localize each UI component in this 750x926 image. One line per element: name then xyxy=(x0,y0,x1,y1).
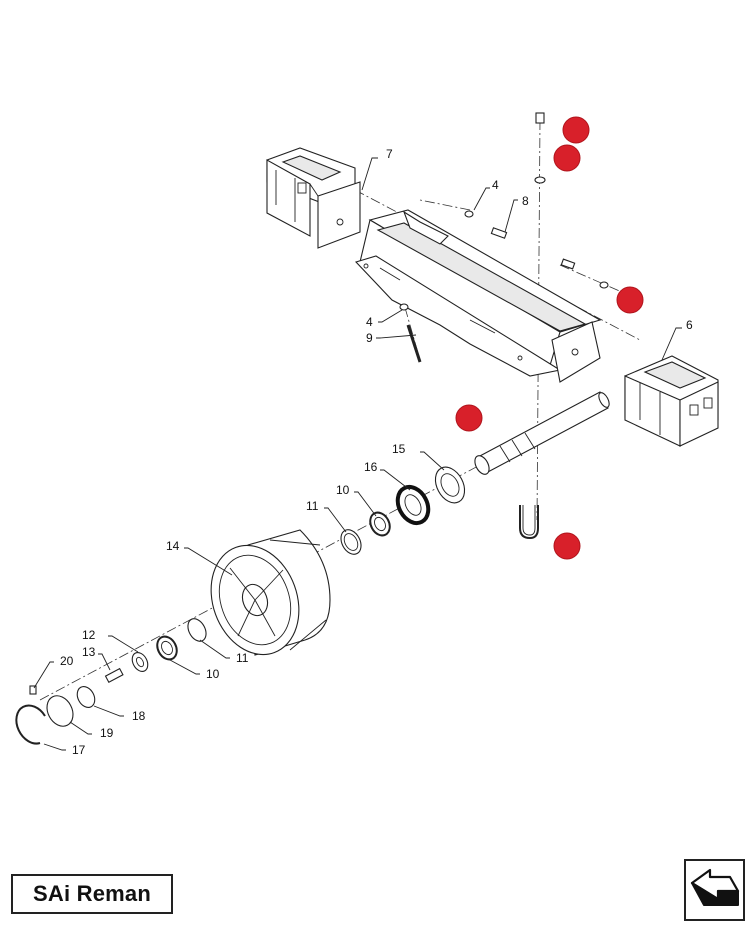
left-mount-bracket xyxy=(266,147,361,249)
plug-20 xyxy=(29,685,37,695)
callout-16: 16 xyxy=(364,460,378,474)
callout-12: 12 xyxy=(82,628,96,642)
callout-9: 9 xyxy=(366,331,373,345)
stub-shaft xyxy=(474,391,610,475)
callout-7: 7 xyxy=(386,147,393,161)
fasteners-top xyxy=(399,112,609,363)
hotspots[interactable] xyxy=(455,116,644,560)
brand-label: SAi Reman xyxy=(11,874,173,914)
hotspot-top-nut[interactable] xyxy=(562,116,590,144)
cap-19 xyxy=(46,695,74,727)
race-11-lower xyxy=(187,618,207,642)
hotspot-u-bolt[interactable] xyxy=(553,532,581,560)
callout-11-lower: 11 xyxy=(236,651,249,665)
washer-12 xyxy=(131,652,149,672)
bolt-13 xyxy=(104,667,124,684)
callout-4-top: 4 xyxy=(492,178,499,192)
axle-beam xyxy=(354,209,602,383)
snap-ring-17 xyxy=(15,704,46,745)
callout-14: 14 xyxy=(166,539,180,553)
callout-18: 18 xyxy=(132,709,146,723)
callout-19: 19 xyxy=(100,726,114,740)
bearing-16 xyxy=(395,484,431,526)
callout-10-lower: 10 xyxy=(206,667,220,681)
hotspot-top-washer[interactable] xyxy=(553,144,581,172)
o-ring-18 xyxy=(76,686,96,708)
callout-11-upper: 11 xyxy=(306,499,319,513)
seal-15 xyxy=(434,466,466,504)
callout-17: 17 xyxy=(72,743,86,757)
callout-labels: 7 4 8 6 4 9 15 16 10 11 14 11 10 12 13 2… xyxy=(60,147,693,757)
hotspot-right-bolt[interactable] xyxy=(616,286,644,314)
callout-13: 13 xyxy=(82,645,96,659)
previous-page-arrow-icon xyxy=(690,868,740,906)
callout-6: 6 xyxy=(686,318,693,332)
roller-wheel xyxy=(210,529,331,656)
callout-15: 15 xyxy=(392,442,406,456)
bearing-cup-10-lower xyxy=(156,635,178,661)
callout-4-mid: 4 xyxy=(366,315,373,329)
leader-lines xyxy=(33,157,682,751)
race-11-upper xyxy=(340,529,362,555)
callout-10-upper: 10 xyxy=(336,483,350,497)
callout-20: 20 xyxy=(60,654,74,668)
hotspot-shaft[interactable] xyxy=(455,404,483,432)
callout-8: 8 xyxy=(522,194,529,208)
previous-page-button[interactable] xyxy=(684,859,745,921)
right-mount-bracket xyxy=(624,355,719,447)
u-bolt xyxy=(519,505,539,540)
